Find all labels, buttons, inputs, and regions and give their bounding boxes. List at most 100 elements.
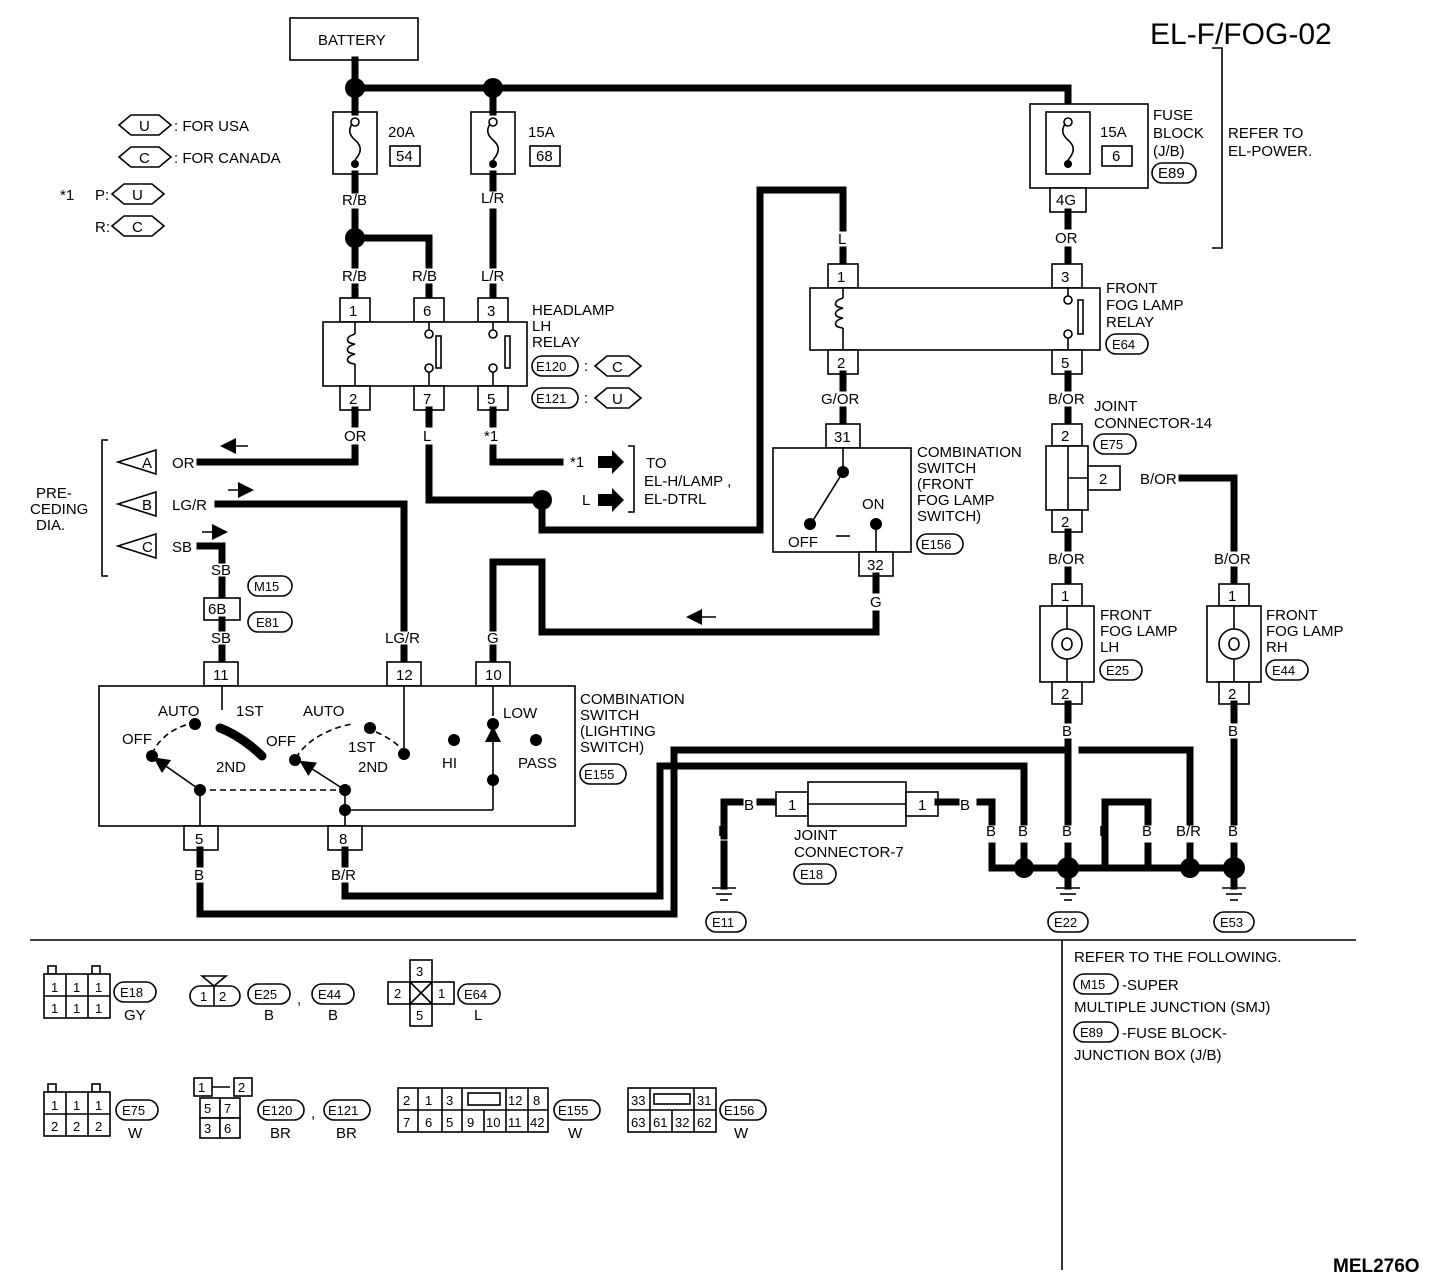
svg-text:B: B [1062,723,1072,740]
svg-text:HI: HI [442,755,457,772]
fuse-15a: 15A 68 [470,111,561,175]
svg-text:1: 1 [73,1098,80,1113]
svg-text:2: 2 [1228,686,1236,703]
svg-text:M15: M15 [254,579,279,594]
svg-text:BATTERY: BATTERY [318,32,386,49]
svg-text:20A: 20A [388,124,415,141]
svg-text:5: 5 [204,1101,211,1116]
svg-text:2: 2 [51,1119,58,1134]
svg-text:MULTIPLE JUNCTION (SMJ): MULTIPLE JUNCTION (SMJ) [1074,999,1270,1016]
svg-text:B: B [718,823,728,840]
ground-e22: E22 [1047,887,1089,933]
svg-text:SB: SB [172,539,192,556]
svg-text:5: 5 [416,1008,423,1023]
svg-text:E64: E64 [464,987,487,1002]
svg-text:B: B [960,797,970,814]
svg-text:LG/R: LG/R [385,630,420,647]
svg-text:L: L [838,231,846,248]
svg-text:FOG LAMP: FOG LAMP [1266,623,1344,640]
svg-text:U: U [612,391,623,408]
svg-text:SWITCH): SWITCH) [580,739,644,756]
svg-text:AUTO: AUTO [158,703,199,720]
svg-text:-FUSE BLOCK-: -FUSE BLOCK- [1122,1025,1227,1042]
svg-text:*1: *1 [484,428,498,445]
svg-text:1: 1 [425,1093,432,1108]
svg-text:P:: P: [95,187,109,204]
svg-text:*1: *1 [60,187,74,204]
svg-text:(FRONT: (FRONT [917,476,974,493]
svg-text:E11: E11 [712,915,734,930]
svg-text:1: 1 [1228,588,1236,605]
svg-text:3: 3 [1061,269,1069,286]
svg-text:(LIGHTING: (LIGHTING [580,723,656,740]
svg-text:RH: RH [1266,639,1288,656]
svg-text:1: 1 [73,980,80,995]
diagram-title: EL-F/FOG-02 [1150,18,1332,51]
svg-text:ON: ON [862,496,885,513]
joint-connector-7: B 1 1 B JOINT CONNECTOR-7 E18 [720,781,970,885]
joint-connector-14: 2 2 2 JOINT CONNECTOR-14 E75 [1045,398,1212,533]
svg-text:E121: E121 [536,391,566,406]
refer-to-following: REFER TO THE FOLLOWING. M15 -SUPER MULTI… [1073,949,1282,1064]
svg-text:4G: 4G [1056,192,1076,209]
connector-face-e18: 1 1 1 1 1 1 E18 GY [43,965,157,1024]
svg-text:,: , [297,991,301,1008]
svg-text:SWITCH): SWITCH) [917,508,981,525]
svg-text:BLOCK: BLOCK [1153,125,1204,142]
svg-text:: FOR CANADA: : FOR CANADA [174,150,281,167]
svg-text:L/R: L/R [481,268,505,285]
svg-text:EL-POWER.: EL-POWER. [1228,143,1312,160]
figure-code: MEL276O [1333,1256,1420,1277]
svg-text:6: 6 [423,303,431,320]
svg-text:G/OR: G/OR [821,391,860,408]
ground-e53: E53 [1213,887,1255,933]
connector-face-e64: 3 2 1 5 E64 L [387,959,501,1027]
svg-text:2: 2 [1061,428,1069,445]
front-fog-lamp-lh: 1 2 FRONT FOG LAMP LH E25 [1039,583,1178,705]
svg-text:1: 1 [51,1098,58,1113]
svg-text::: : [584,390,588,407]
svg-text:R:: R: [95,219,110,236]
svg-text:8: 8 [339,831,347,848]
svg-text:EL-DTRL: EL-DTRL [644,491,707,508]
svg-text:15A: 15A [1100,124,1127,141]
svg-text:OFF: OFF [788,534,818,551]
svg-text:42: 42 [530,1115,544,1130]
svg-text:E156: E156 [921,537,951,552]
svg-text:E120: E120 [536,359,566,374]
svg-text:E89: E89 [1080,1025,1103,1040]
svg-text:BR: BR [336,1125,357,1142]
svg-text:2: 2 [1061,514,1069,531]
svg-text:CONNECTOR-14: CONNECTOR-14 [1094,415,1212,432]
fuse-block: 15A 6 FUSE BLOCK (J/B) E89 4G REFER TO E… [1029,47,1312,249]
svg-text:1: 1 [349,303,357,320]
svg-text:E64: E64 [1112,337,1135,352]
svg-text:REFER TO THE FOLLOWING.: REFER TO THE FOLLOWING. [1074,949,1282,966]
svg-text:LG/R: LG/R [172,497,207,514]
headlamp-lh-relay: 1 6 3 2 7 5 HEADLAMP LH RELAY E120 : C E… [322,297,643,411]
connector-face-e75: 1 1 1 2 2 2 E75 W [43,1083,159,1142]
svg-text:32: 32 [675,1115,689,1130]
svg-text:E89: E89 [1158,165,1185,182]
svg-text:E81: E81 [256,615,279,630]
svg-text:FOG LAMP: FOG LAMP [917,492,995,509]
svg-text:TO: TO [646,455,667,472]
svg-text:B: B [744,797,754,814]
svg-text:U: U [139,118,150,135]
smj-connector: M15 6B E81 [203,575,293,633]
svg-text:BR: BR [270,1125,291,1142]
svg-text:FOG LAMP: FOG LAMP [1100,623,1178,640]
svg-text:,: , [311,1105,315,1122]
svg-text:2: 2 [837,355,845,372]
svg-text:2: 2 [403,1093,410,1108]
svg-text:B/R: B/R [1176,823,1201,840]
svg-text:2: 2 [394,986,401,1001]
svg-text:W: W [568,1125,583,1142]
svg-text:B: B [986,823,996,840]
svg-text:7: 7 [224,1101,231,1116]
svg-text:G: G [487,630,499,647]
svg-text:CONNECTOR-7: CONNECTOR-7 [794,844,904,861]
svg-text:HEADLAMP: HEADLAMP [532,302,615,319]
to-headlamp-arrows: *1 L TO EL-H/LAMP , EL-DTRL [570,445,731,513]
svg-text:3: 3 [416,964,423,979]
